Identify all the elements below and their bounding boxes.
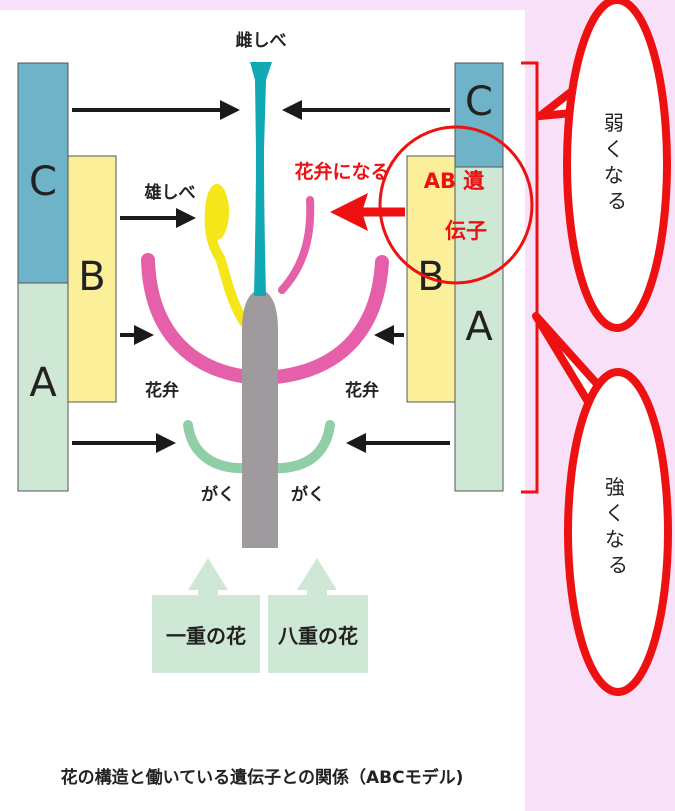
ab-gene-label-line1: AB 遺 [424,169,486,193]
petal-label-right: 花弁 [345,380,379,401]
weaker-text: 弱 く な る [604,111,630,213]
single-flower-pointer [188,558,228,596]
pistil-shape [250,62,272,296]
sepal-right [265,420,335,474]
single-flower-label: 一重の花 [166,624,246,648]
double-flower-label: 八重の花 [278,624,358,648]
stronger-bubble-tail [532,312,601,408]
left-gene-b-block [67,155,117,403]
weaker-char-2: く [604,137,624,161]
ab-gene-circle [378,125,534,285]
weaker-char-3: な [604,163,624,187]
pistil-label: 雌しべ [236,30,287,51]
left-gene-b-letter: B [78,254,105,300]
right-gene-b-letter: B [417,254,444,300]
left-gene-c-letter: C [29,159,57,205]
stronger-char-3: な [605,527,625,551]
right-gene-a-block [454,166,504,492]
right-bracket [521,61,539,494]
petal-inner-right [278,196,315,294]
double-flower-box [268,595,368,673]
stamen-label: 雄しべ [144,182,196,203]
weaker-char-4: る [607,189,627,213]
weaker-bubble [563,0,671,332]
stronger-text: 強 く な る [605,475,631,577]
stronger-char-4: る [608,553,628,577]
left-gene-a-letter: A [29,360,57,406]
stamen-anther [205,184,229,240]
sepal-label-left: がく [201,484,235,505]
receptacle-stem [242,290,278,548]
stronger-char-1: 強 [605,475,625,499]
becomes-petal-annotation: 花弁になる [294,160,389,183]
right-gene-c-letter: C [465,79,493,125]
double-flower-pointer [297,558,337,596]
left-gene-c-block [17,62,69,284]
right-gene-a-letter: A [465,304,493,350]
stronger-bubble [564,368,672,696]
left-gene-a-block [17,282,69,492]
ab-gene-label-line2: 伝子 [445,219,487,243]
red-arrow-head [330,193,368,231]
petal-label-left: 花弁 [145,380,179,401]
sepal-left [183,420,253,474]
weaker-char-1: 弱 [604,111,624,135]
sepal-label-right: がく [291,484,325,505]
figure-caption: 花の構造と働いている遺伝子との関係（ABCモデル) [61,767,464,788]
single-flower-box [152,595,260,673]
stronger-char-2: く [605,501,625,525]
